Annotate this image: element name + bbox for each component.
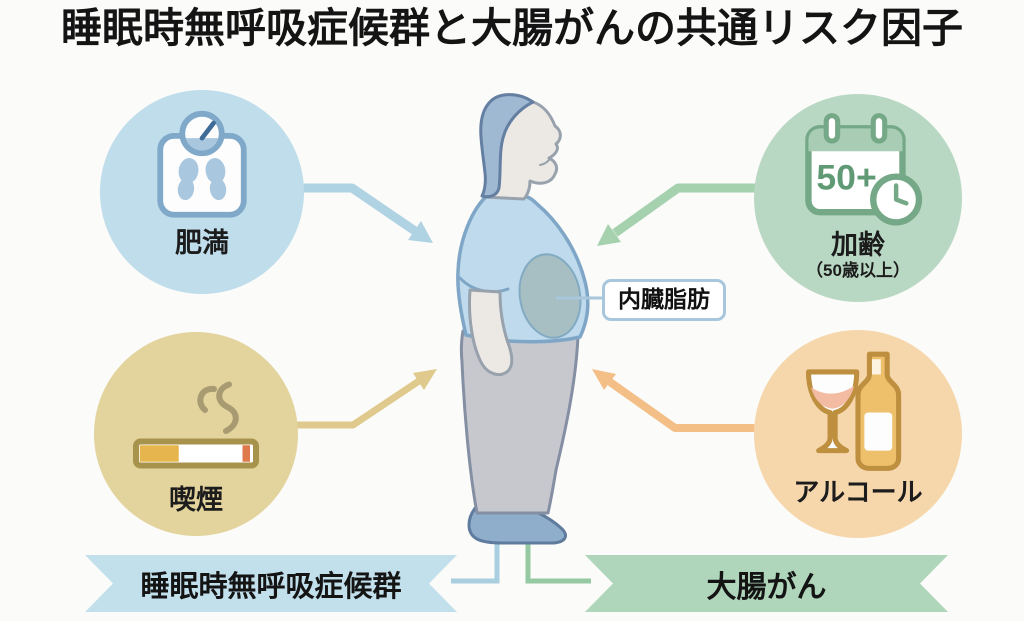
banner-colorectal-cancer-label: 大腸がん xyxy=(706,570,827,604)
aging-label: 加齢 xyxy=(831,230,885,260)
alcohol-label: アルコール xyxy=(793,477,923,507)
obesity-arrow xyxy=(300,183,433,243)
banner-colorectal-cancer: 大腸がん xyxy=(585,555,948,612)
obesity-label: 肥満 xyxy=(175,228,229,258)
risk-circle-alcohol: アルコール xyxy=(754,330,962,538)
banner-sleep-apnea-label: 睡眠時無呼吸症候群 xyxy=(140,570,402,603)
wine-bottle-icon xyxy=(805,351,902,471)
colorectal-connector xyxy=(525,544,591,584)
smoking-label: 喫煙 xyxy=(169,485,223,515)
smoking-arrow xyxy=(294,369,437,429)
calendar-50plus-text: 50+ xyxy=(816,157,876,197)
risk-circle-aging: 50+ 加齢 （50歳以上） xyxy=(754,94,962,302)
page-title: 睡眠時無呼吸症候群と大腸がんの共通リスク因子 xyxy=(61,5,963,51)
banner-sleep-apnea: 睡眠時無呼吸症候群 xyxy=(85,555,457,612)
calendar-clock-icon: 50+ xyxy=(805,113,923,226)
trousers xyxy=(459,329,580,515)
sleep-apnea-connector xyxy=(451,544,500,584)
hair xyxy=(479,93,535,199)
risk-circle-obesity: 肥満 xyxy=(100,90,304,294)
risk-circle-smoking: 喫煙 xyxy=(94,332,298,536)
visceral-fat-area xyxy=(518,253,582,339)
alcohol-arrow xyxy=(592,369,758,432)
visceral-fat-label: 内臓脂肪 xyxy=(602,279,726,321)
arm-hand xyxy=(468,288,514,376)
aging-arrow xyxy=(597,183,758,246)
man-figure xyxy=(456,93,590,545)
scale-icon xyxy=(157,110,247,218)
cigarette-icon xyxy=(133,381,259,469)
mouth-line xyxy=(539,156,552,166)
aging-sublabel: （50歳以上） xyxy=(806,261,910,281)
